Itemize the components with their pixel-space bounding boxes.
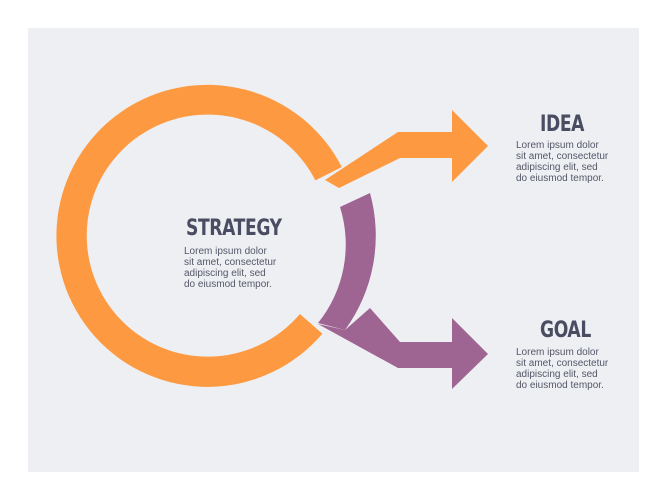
idea-arrow xyxy=(325,110,488,188)
goal-title: GOAL xyxy=(540,318,591,343)
goal-arc xyxy=(318,193,376,330)
idea-text: Lorem ipsum dolor sit amet, consectetur … xyxy=(516,140,609,184)
idea-title: IDEA xyxy=(540,112,585,137)
strategy-text: Lorem ipsum dolor sit amet, consectetur … xyxy=(184,246,277,290)
goal-arrow xyxy=(318,308,488,389)
goal-text: Lorem ipsum dolor sit amet, consectetur … xyxy=(516,347,609,391)
diagram-background xyxy=(28,28,639,472)
strategy-title: STRATEGY xyxy=(186,216,282,241)
